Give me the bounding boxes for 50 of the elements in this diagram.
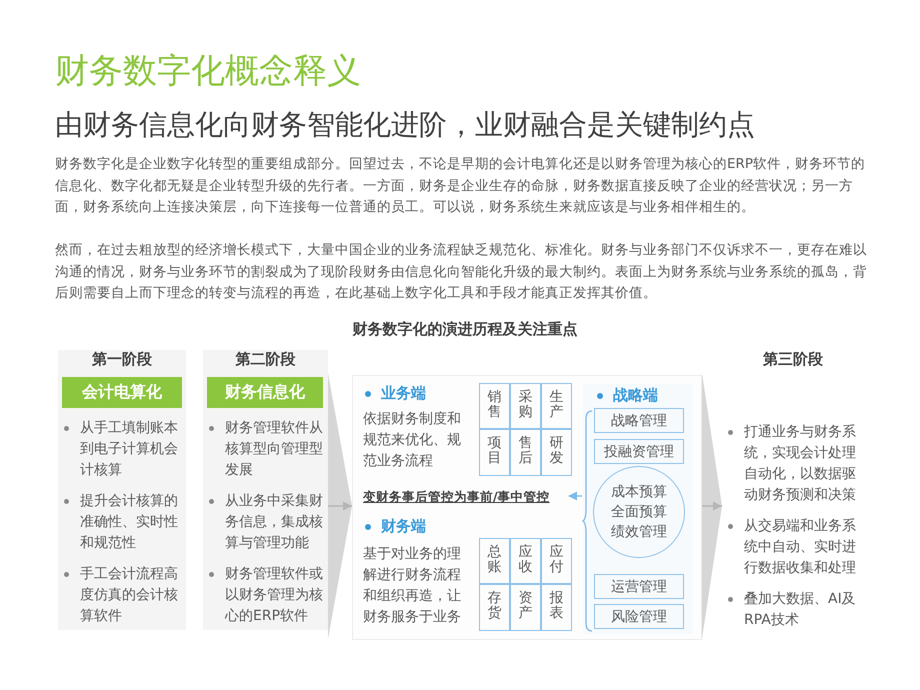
section-heading: 财务端 xyxy=(381,517,426,536)
grid-cell: 应付 xyxy=(541,538,572,584)
stage-heading: 第二阶段 xyxy=(234,350,296,369)
key-statement: 变财务事后管控为事前/事中管控 xyxy=(363,488,569,506)
grid-cell: 总账 xyxy=(479,538,510,584)
module-box: 投融资管理 xyxy=(594,439,684,464)
stage-heading: 第三阶段 xyxy=(762,350,824,369)
grid-cell: 项目 xyxy=(479,429,510,476)
bullet-text: 手工会计流程高度仿真的会计核算软件 xyxy=(80,565,179,626)
grid-cell: 应收 xyxy=(510,538,541,584)
module-text: 全面预算 xyxy=(611,503,667,522)
bullet-text: 打通业务与财务系统，实现会计处理自动化，以数据驱动财务预测和决策 xyxy=(744,423,857,505)
bullet-text: 财务管理软件或以财务管理为核心的ERP软件 xyxy=(225,565,324,626)
module-box: 运营管理 xyxy=(594,574,684,599)
bullet-text: 叠加大数据、AI及RPA技术 xyxy=(744,590,857,630)
paragraph: 财务数字化是企业数字化转型的重要组成部分。回望过去，不论是早期的会计电算化还是以财务管理为核心的ERP软件，财务环节的信息化、数字化都无疑是企业转型升级的先行者。一方面，财务是企业生存的命脉，财务数据直接反映了企业的经营状况；另一方面，财务系统向上连接决策层，向下连接每一位普通的员工。可以说，财务系统生来就应该是与业务相伴相生的。 xyxy=(55,155,866,217)
grid-cell: 采购 xyxy=(510,383,541,429)
bullet-text: 从交易端和业务系统中自动、实时进行数据收集和处理 xyxy=(744,517,857,578)
subtitle: 由财务信息化向财务智能化进阶，业财融合是关键制约点 xyxy=(55,107,755,143)
stage-heading: 第一阶段 xyxy=(91,350,153,369)
page-title: 财务数字化概念释义 xyxy=(55,50,361,93)
grid-cell: 售后 xyxy=(510,429,541,476)
strategy-group xyxy=(583,384,693,634)
description-text: 依据财务制度和规范来优化、规范业务流程 xyxy=(363,410,462,471)
bullet-text: 提升会计核算的准确性、实时性和规范性 xyxy=(80,492,179,553)
bullet-text: 财务管理软件从核算型向管理型发展 xyxy=(225,419,324,480)
section-heading: 业务端 xyxy=(381,384,426,403)
bullet-text: 从业务中采集财务信息，集成核算与管理功能 xyxy=(225,492,324,553)
bullet-text: 从手工填制账本到电子计算机会计核算 xyxy=(80,419,179,480)
grid-cell: 资产 xyxy=(510,584,541,631)
focus-panel xyxy=(352,375,702,640)
stage-panel xyxy=(203,350,328,630)
grid-cell: 存货 xyxy=(479,584,510,631)
stage-label-bar: 财务信息化 xyxy=(207,377,323,408)
section-heading: 财务数字化的演进历程及关注重点 xyxy=(352,320,578,339)
grid-cell: 销售 xyxy=(479,383,510,429)
arrow xyxy=(568,491,582,501)
stage-label-bar: 会计电算化 xyxy=(62,377,182,408)
paragraph: 然而，在过去粗放型的经济增长模式下，大量中国企业的业务流程缺乏规范化、标准化。财务与业务部门不仅诉求不一，更存在难以沟通的情况，财务与业务环节的割裂成为了现阶段财务由信息化向智能化升级的最大制约。表面上为财务系统与业务系统的孤岛，背后则需要自上而下理念的转变与流程的再造，在此基础上数字化工具和手段才能真正发挥其价值。 xyxy=(55,241,868,303)
grid-cell: 生产 xyxy=(541,383,572,429)
stage-panel xyxy=(58,350,186,630)
module-text: 绩效管理 xyxy=(611,523,667,542)
module-box: 战略管理 xyxy=(594,408,684,433)
description-text: 基于对业务的理解进行财务流程和组织再造，让财务服务于业务 xyxy=(363,545,462,627)
module-circle xyxy=(593,466,685,558)
section-heading: 战略端 xyxy=(613,386,658,405)
grid-cell: 研发 xyxy=(541,429,572,476)
module-box: 风险管理 xyxy=(594,604,684,629)
module-text: 成本预算 xyxy=(611,483,667,502)
grid-cell: 报表 xyxy=(541,584,572,631)
